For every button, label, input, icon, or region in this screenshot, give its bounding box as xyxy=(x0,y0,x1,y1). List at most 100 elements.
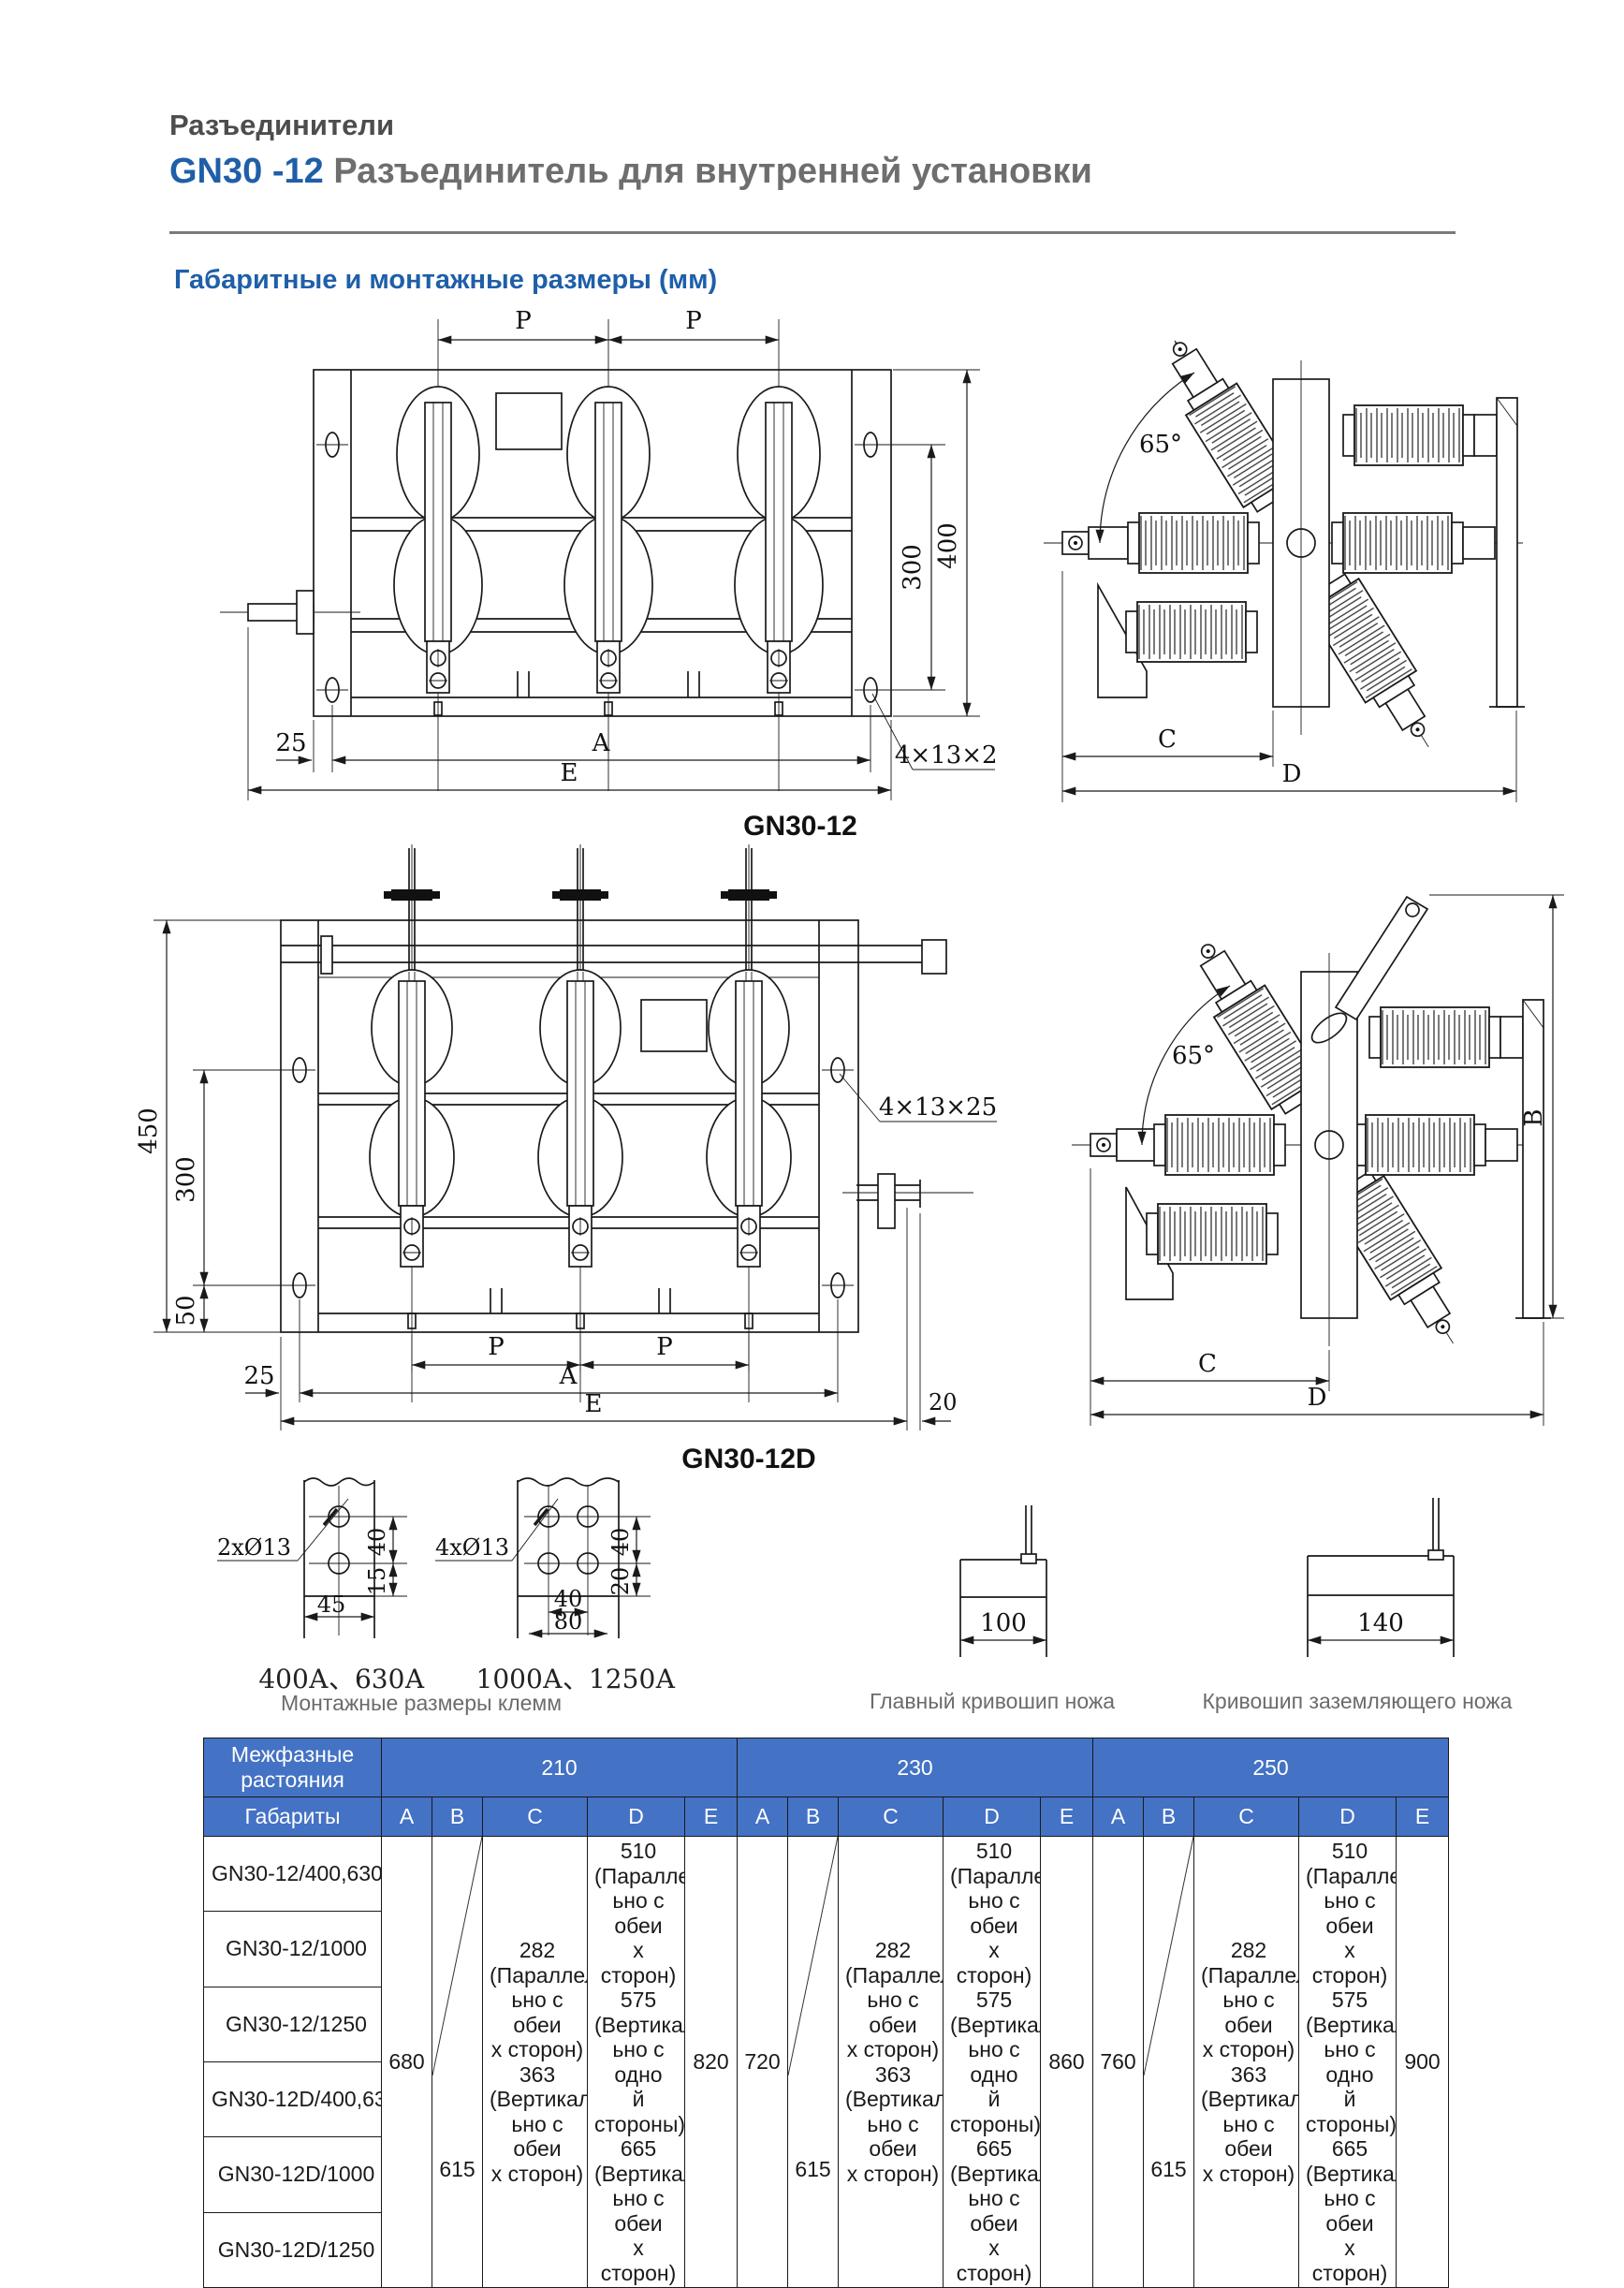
row-label: GN30-12D/1000 xyxy=(203,2136,382,2213)
dim-d: D xyxy=(1308,1384,1327,1412)
clamp-large-caption: 1000А、1250А xyxy=(475,1664,676,1694)
dim-400: 400 xyxy=(934,522,962,569)
value-e-230: 860 xyxy=(1040,1836,1093,2288)
value-b: 615 xyxy=(439,2156,475,2181)
col-d: D xyxy=(1298,1797,1397,1837)
earthing-crank-caption: Кривошип заземляющего ножа xyxy=(1202,1689,1513,1713)
value-a-210: 680 xyxy=(381,1836,432,2288)
drawing1-caption: GN30-12 xyxy=(743,811,857,842)
hole-callout: 4×13×25 xyxy=(839,1073,997,1122)
dim-20: 20 xyxy=(929,1389,958,1415)
model-code: GN30 -12 xyxy=(169,152,324,191)
col-b: B xyxy=(1143,1797,1194,1837)
value-b-250: 615 xyxy=(1143,1836,1194,2288)
dim-holes: 4×13×25 xyxy=(879,1093,997,1122)
dim-d: D xyxy=(1282,760,1302,788)
col-e: E xyxy=(684,1797,738,1837)
left-insulator xyxy=(1061,512,1260,574)
plate-break-edge xyxy=(303,1477,375,1487)
page-title: GN30 -12 Разъединитель для внутренней ус… xyxy=(169,152,1092,192)
diagonal-slash xyxy=(1144,1837,1193,2287)
value-c-250: 282 (Параллел ьно с обеи х сторон) 363 (… xyxy=(1193,1836,1299,2288)
dim-bottom: C D xyxy=(1090,1168,1544,1426)
angle-dim: 65° xyxy=(1095,372,1195,544)
col-d: D xyxy=(587,1797,685,1837)
lower-left-insulator xyxy=(1097,581,1258,698)
dim-25: 25 xyxy=(243,1362,274,1390)
dimension-table: Межфазные растояния 210 230 250 Габариты… xyxy=(203,1738,1449,2288)
dim-300: 300 xyxy=(899,544,927,591)
center-post xyxy=(1300,953,1358,1346)
dim-bottom: 25 A E 4×13×25 xyxy=(247,627,997,800)
dim-p1: P xyxy=(488,1333,505,1361)
value-d-250: 510 (Параллел ьно с обеи х сторон) 575 (… xyxy=(1298,1836,1397,2288)
col-b: B xyxy=(432,1797,483,1837)
section-heading: Габаритные и монтажные размеры (мм) xyxy=(174,265,718,295)
dim-c: C xyxy=(1158,726,1177,754)
value-a-250: 760 xyxy=(1092,1836,1144,2288)
drive-shaft xyxy=(220,590,360,635)
gn30-12d-side-drawing: 65° B C D xyxy=(1072,894,1564,1426)
row-header: Габариты xyxy=(203,1797,382,1837)
corner-header: Межфазные растояния xyxy=(203,1738,382,1797)
value-d-230: 510 (Параллел ьно с обеи х сторон) 575 (… xyxy=(943,1836,1041,2288)
right-insulator xyxy=(1331,397,1525,708)
col-b: B xyxy=(787,1797,839,1837)
col-a: A xyxy=(381,1797,432,1837)
col-a: A xyxy=(1092,1797,1144,1837)
dim-45: 45 xyxy=(317,1591,346,1618)
value-c-230: 282 (Параллел ьно с обеи х сторон) 363 (… xyxy=(838,1836,944,2288)
dim-bottom: P P 25 A E 20 xyxy=(243,1208,958,1430)
dim-left: 450 300 50 xyxy=(135,919,288,1333)
pole-assembly xyxy=(393,319,824,791)
hole-label: 2xØ13 xyxy=(217,1534,291,1561)
dim-a: A xyxy=(592,729,611,757)
col-c: C xyxy=(838,1797,944,1837)
dim-p1: P xyxy=(515,307,532,335)
value-e-210: 820 xyxy=(684,1836,738,2288)
hole-label: 4xØ13 xyxy=(435,1534,509,1561)
main-crank-drawing: 100 xyxy=(959,1505,1047,1657)
row-label: GN30-12D/400,630 xyxy=(203,2061,382,2138)
value-a-230: 720 xyxy=(737,1836,788,2288)
value-b: 615 xyxy=(795,2156,831,2181)
col-c: C xyxy=(1193,1797,1299,1837)
operating-lever xyxy=(1334,895,1429,1021)
earthing-crank-drawing: 140 xyxy=(1307,1498,1455,1657)
group-header-210: 210 xyxy=(381,1738,738,1797)
dim-20: 20 xyxy=(607,1567,634,1596)
dim-b: B xyxy=(1520,1108,1548,1126)
row-label: GN30-12D/1250 xyxy=(203,2211,382,2288)
dim-e: E xyxy=(585,1390,603,1418)
dim-e: E xyxy=(561,759,578,787)
col-d: D xyxy=(943,1797,1041,1837)
dim-15: 15 xyxy=(364,1567,390,1596)
dim-a: A xyxy=(559,1362,578,1390)
value-c-210: 282 (Параллел ьно с обеи х сторон) 363 (… xyxy=(482,1836,588,2288)
drive-shaft-right xyxy=(842,1173,973,1229)
left-insulator xyxy=(1090,1114,1286,1176)
angle-dim: 65° xyxy=(1137,985,1231,1146)
dim-40h: 40 xyxy=(554,1586,583,1612)
dim-140: 140 xyxy=(1357,1609,1404,1637)
dim-holes: 4×13×25 xyxy=(895,741,997,770)
value-b: 615 xyxy=(1150,2156,1187,2181)
center-post xyxy=(1272,360,1330,735)
dim-100: 100 xyxy=(980,1609,1027,1637)
value-e-250: 900 xyxy=(1396,1836,1449,2288)
value-d-210: 510 (Параллел ьно с обеи х сторон) 575 (… xyxy=(587,1836,685,2288)
dim-300: 300 xyxy=(172,1156,200,1203)
dim-right: 300 400 xyxy=(877,369,980,717)
drawing2-caption: GN30-12D xyxy=(681,1444,816,1474)
main-crank-caption: Главный кривошип ножа xyxy=(869,1689,1116,1713)
lower-left-insulator xyxy=(1125,1186,1279,1300)
clamp-large-drawing: 40 20 40 80 4xØ13 xyxy=(435,1477,651,1638)
diagonal-slash xyxy=(788,1837,838,2287)
dim-65deg: 65° xyxy=(1172,1042,1215,1070)
col-e: E xyxy=(1396,1797,1449,1837)
dim-c: C xyxy=(1198,1350,1217,1378)
col-c: C xyxy=(482,1797,588,1837)
dim-450: 450 xyxy=(135,1107,163,1154)
clamp-small-drawing: 40 15 45 2xØ13 xyxy=(217,1477,407,1638)
group-header-230: 230 xyxy=(737,1738,1093,1797)
